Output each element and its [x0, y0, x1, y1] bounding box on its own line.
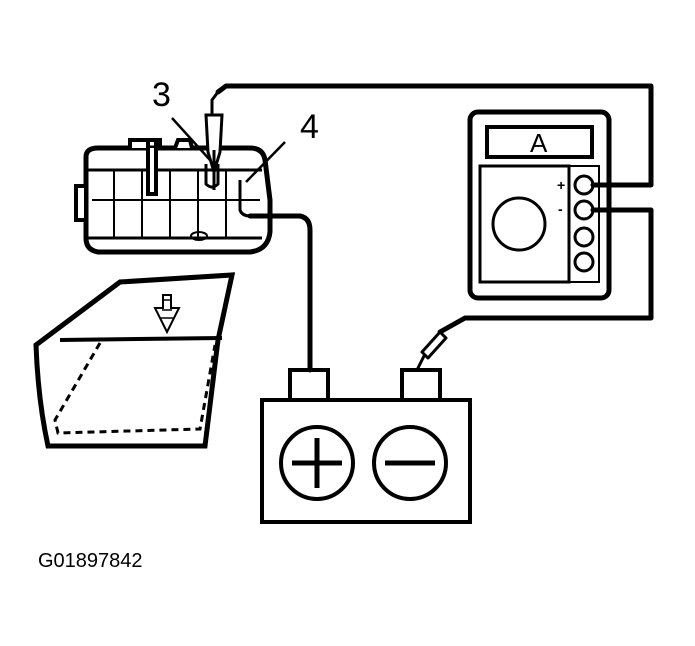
ammeter-jack-3: [573, 226, 595, 248]
battery-positive-post: [288, 368, 330, 402]
negative-terminal-icon: [372, 425, 448, 501]
negative-clip-probe: [420, 330, 448, 360]
ammeter-plus-label: +: [557, 177, 565, 193]
wire-ammeter-minus-to-battery-negative: [437, 207, 654, 335]
switch-connector: [74, 138, 273, 255]
window-glass-top-edge: [59, 336, 223, 342]
ammeter-dial: [491, 196, 547, 252]
wiring: [215, 83, 654, 373]
battery-negative-post: [400, 368, 442, 402]
wire-terminal-4-to-battery-positive: [247, 213, 313, 373]
down-arrow-icon: [153, 294, 181, 335]
callout-3-leader: [171, 117, 211, 161]
figure-id: G01897842: [38, 550, 143, 572]
connector-bottom-tab: [190, 231, 208, 241]
battery: [260, 368, 472, 524]
ammeter: [467, 109, 612, 301]
connector-top-lock: [128, 138, 194, 196]
ammeter-display: [485, 125, 594, 159]
probe-body: [204, 113, 224, 178]
wire-probe-to-ammeter-plus: [215, 83, 654, 188]
ammeter-minus-label: -: [558, 201, 563, 217]
test-probe: [204, 91, 224, 190]
callout-4-leader: [245, 141, 286, 183]
negative-clip-tip: [416, 354, 426, 370]
connector-cavity-grid: [92, 170, 260, 238]
terminal-3: [204, 164, 220, 189]
ammeter-unit-label: A: [530, 128, 548, 158]
connector-left-latch: [74, 184, 88, 222]
callout-4-label: 4: [300, 108, 319, 146]
probe-cable-end: [210, 91, 220, 115]
connector-inner-frame: [88, 168, 262, 240]
callout-leaders: [171, 117, 286, 183]
callout-3-label: 3: [152, 76, 171, 114]
door-window-glass: [33, 272, 236, 449]
ammeter-jack-4: [573, 251, 595, 273]
window-glass-hidden-outline: [53, 342, 217, 435]
ammeter-jack-column: [568, 165, 600, 283]
positive-terminal-icon: [279, 425, 355, 501]
